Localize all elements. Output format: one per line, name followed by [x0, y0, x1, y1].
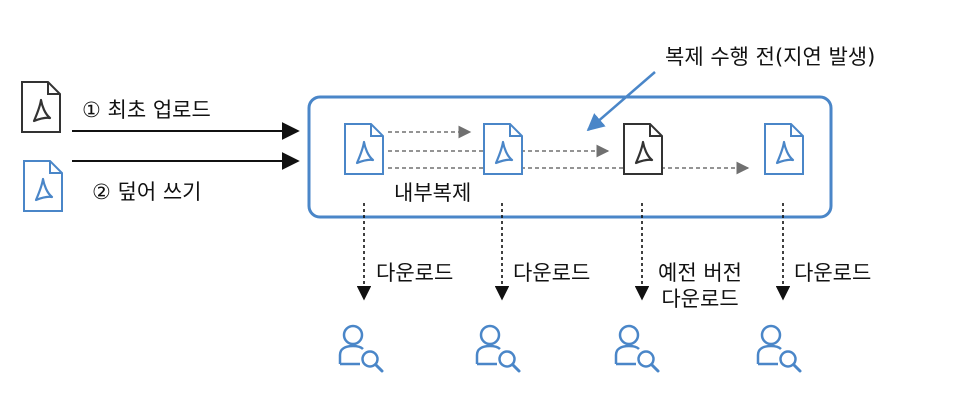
user-search-icon	[475, 324, 521, 373]
download-label-3: 예전 버전 다운로드	[658, 261, 742, 311]
upload-label-1: ① 최초 업로드	[82, 98, 211, 122]
replication-label: 내부복제	[394, 181, 472, 205]
replica-file-icon-3	[622, 122, 664, 176]
replication-box	[307, 95, 833, 219]
overwrite-file-icon	[22, 159, 64, 213]
user-search-icon	[756, 324, 802, 373]
replica-file-icon-1	[343, 122, 385, 176]
callout-arrow	[586, 71, 656, 132]
replica-file-icon-2	[482, 122, 524, 176]
download-label-1: 다운로드	[376, 261, 454, 285]
replica-file-icon-4	[763, 122, 805, 176]
upload-label-2: ② 덮어 쓰기	[92, 180, 202, 204]
original-file-icon	[20, 80, 62, 134]
download-label-2: 다운로드	[513, 261, 591, 285]
user-search-icon	[338, 324, 384, 373]
callout-label: 복제 수행 전(지연 발생)	[665, 45, 876, 69]
user-search-icon	[614, 324, 660, 373]
download-label-4: 다운로드	[794, 261, 872, 285]
